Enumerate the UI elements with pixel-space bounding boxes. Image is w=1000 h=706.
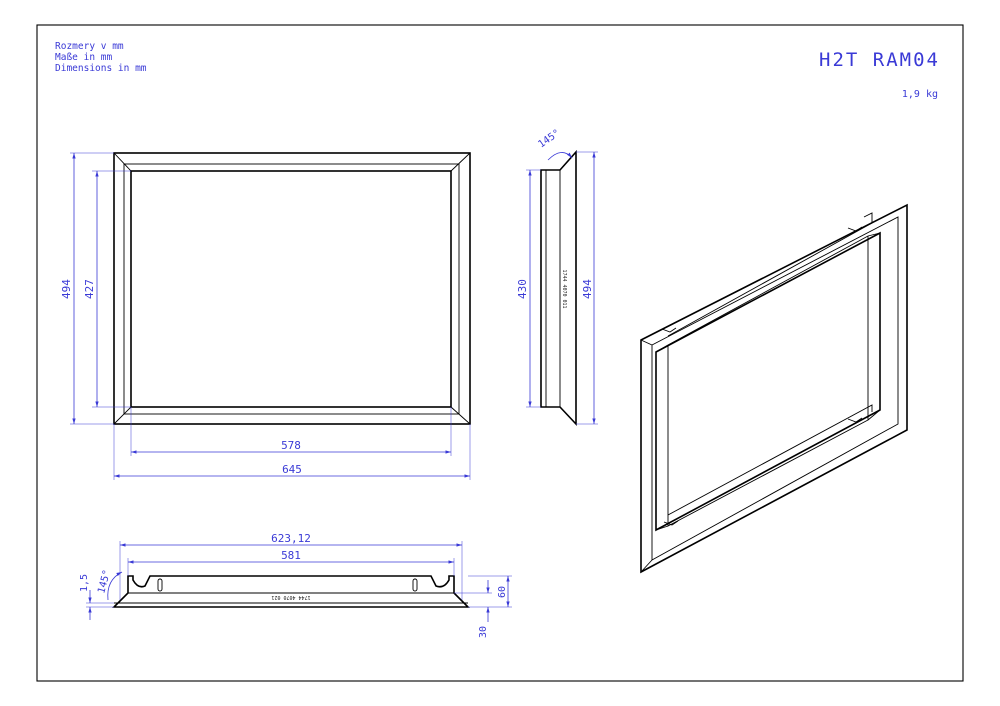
bottom-view: 1744 4070 021 623,12 581 145° 1,5 60 30 xyxy=(79,532,512,638)
front-outer-frame xyxy=(113,152,471,425)
dim-inner-width-bottom: 581 xyxy=(281,549,301,562)
isometric-view xyxy=(640,203,908,574)
side-angle-arc xyxy=(547,152,573,161)
dim-depth: 60 xyxy=(497,586,508,598)
dim-flange: 30 xyxy=(478,626,489,638)
dim-outer-height: 494 xyxy=(60,279,73,299)
side-angle: 145° xyxy=(536,128,562,151)
iso-inner-opening xyxy=(655,231,881,532)
front-view: 494 427 578 645 xyxy=(60,152,471,480)
front-bevel-line xyxy=(123,163,460,415)
side-part-code: 1744 4070 011 xyxy=(561,269,567,308)
dim-inner-height: 427 xyxy=(83,279,96,299)
drawing-title: H2T RAM04 xyxy=(819,49,940,71)
front-inner-opening xyxy=(130,170,452,408)
weight-label: 1,9 kg xyxy=(902,89,938,100)
sheet-border xyxy=(36,24,964,682)
bottom-angle-arc xyxy=(107,571,123,601)
units-en: Dimensions in mm xyxy=(55,63,147,74)
iso-outer-flange xyxy=(640,203,908,574)
dim-side-outer-height: 494 xyxy=(581,279,594,299)
units-de: Maße in mm xyxy=(55,52,112,63)
dim-outer-width: 645 xyxy=(282,463,302,476)
bottom-angle: 145° xyxy=(96,569,113,595)
dim-overall-width: 623,12 xyxy=(271,532,311,545)
dim-thickness: 1,5 xyxy=(79,574,90,592)
bottom-profile xyxy=(112,575,470,608)
units-note: Rozmery v mm Maße in mm Dimensions in mm xyxy=(55,41,147,74)
units-sk: Rozmery v mm xyxy=(55,41,124,52)
side-view: 1744 4070 011 145° 430 494 xyxy=(516,128,598,427)
bottom-part-code: 1744 4070 021 xyxy=(271,594,310,600)
dim-side-inner-height: 430 xyxy=(516,279,529,299)
dim-inner-width: 578 xyxy=(281,439,301,452)
